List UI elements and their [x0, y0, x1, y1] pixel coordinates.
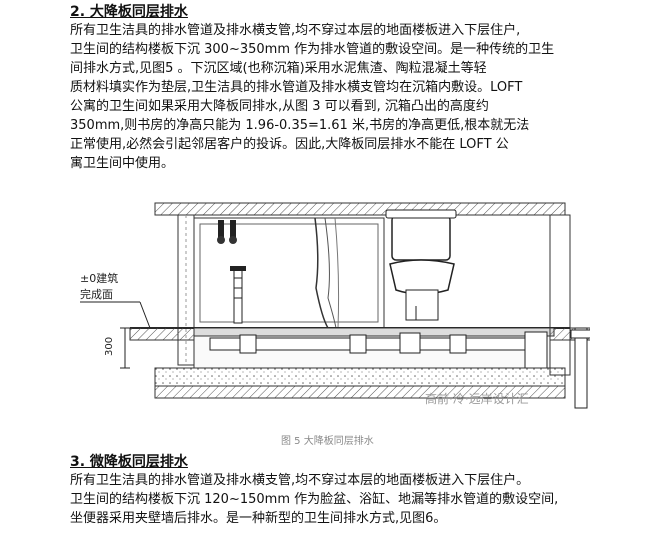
right-wall	[549, 214, 571, 376]
section-3-paragraph: 所有卫生洁具的排水管道及排水横支管,均不穿过本层的地面楼板进入下层住户。 卫生间…	[70, 471, 590, 528]
watermark: 高前·冷·远岸设计汇	[425, 391, 529, 406]
structural-slab	[154, 367, 566, 387]
paragraph-line: 质材料填实作为垫层,卫生洁具的排水管道及排水横支管均在沉箱内敷设。LOFT	[70, 80, 523, 95]
paragraph-line: 所有卫生洁具的排水管道及排水横支管,均不穿过本层的地面楼板进入下层住户,	[70, 23, 521, 38]
level-label-2: 完成面	[80, 287, 113, 301]
paragraph-line: 350mm,则书房的净高只能为 1.96-0.35=1.61 米,书房的净高更低…	[70, 118, 530, 133]
floor-drain-pipe	[230, 266, 246, 324]
slab-left	[129, 327, 195, 341]
paragraph-line: 正常使用,必然会引起邻居客户的投诉。因此,大降板同层排水不能在 LOFT 公	[70, 137, 509, 152]
section-2-paragraph: 所有卫生洁具的排水管道及排水横支管,均不穿过本层的地面楼板进入下层住户, 卫生间…	[70, 21, 590, 173]
shower-curtain	[314, 217, 340, 329]
figure-caption: 图 5 大降板同层排水	[281, 436, 374, 447]
paragraph-line: 卫生间的结构楼板下沉 120~150mm 作为脸盆、浴缸、地漏等排水管道的敷设空…	[70, 492, 559, 507]
paragraph-line: 寓卫生间中使用。	[70, 156, 175, 171]
faucet-icon	[217, 220, 237, 244]
section-3-heading: 3. 微降板同层排水	[70, 454, 188, 470]
ceiling-slab	[154, 202, 566, 216]
figure-5-drawing: ±0建筑 完成面 300 高前·冷·远岸设计汇	[80, 202, 590, 409]
section-2-heading: 2. 大降板同层排水	[70, 4, 188, 20]
slab-underside	[154, 385, 566, 399]
paragraph-line: 间排水方式,见图5 。下沉区域(也称沉箱)采用水泥焦渣、陶粒混凝土等轻	[70, 61, 487, 76]
level-label: ±0建筑	[80, 271, 118, 285]
horizontal-drain-pipe	[209, 331, 548, 369]
bathroom-elevation	[193, 217, 385, 329]
paragraph-line: 所有卫生洁具的排水管道及排水横支管,均不穿过本层的地面楼板进入下层住户。	[70, 473, 530, 488]
dimension-label: 300	[104, 337, 115, 356]
paragraph-line: 卫生间的结构楼板下沉 300~350mm 作为排水管道的敷设空间。是一种传统的卫…	[70, 42, 555, 57]
toilet-icon	[385, 209, 457, 321]
paragraph-line: 坐便器采用夹壁墙后排水。是一种新型的卫生间排水方式,见图6。	[70, 511, 447, 526]
vertical-stack-pipe	[570, 327, 590, 409]
paragraph-line: 公寓的卫生间如果采用大降板同排水,从图 3 可以看到, 沉箱凸出的高度约	[70, 99, 489, 114]
